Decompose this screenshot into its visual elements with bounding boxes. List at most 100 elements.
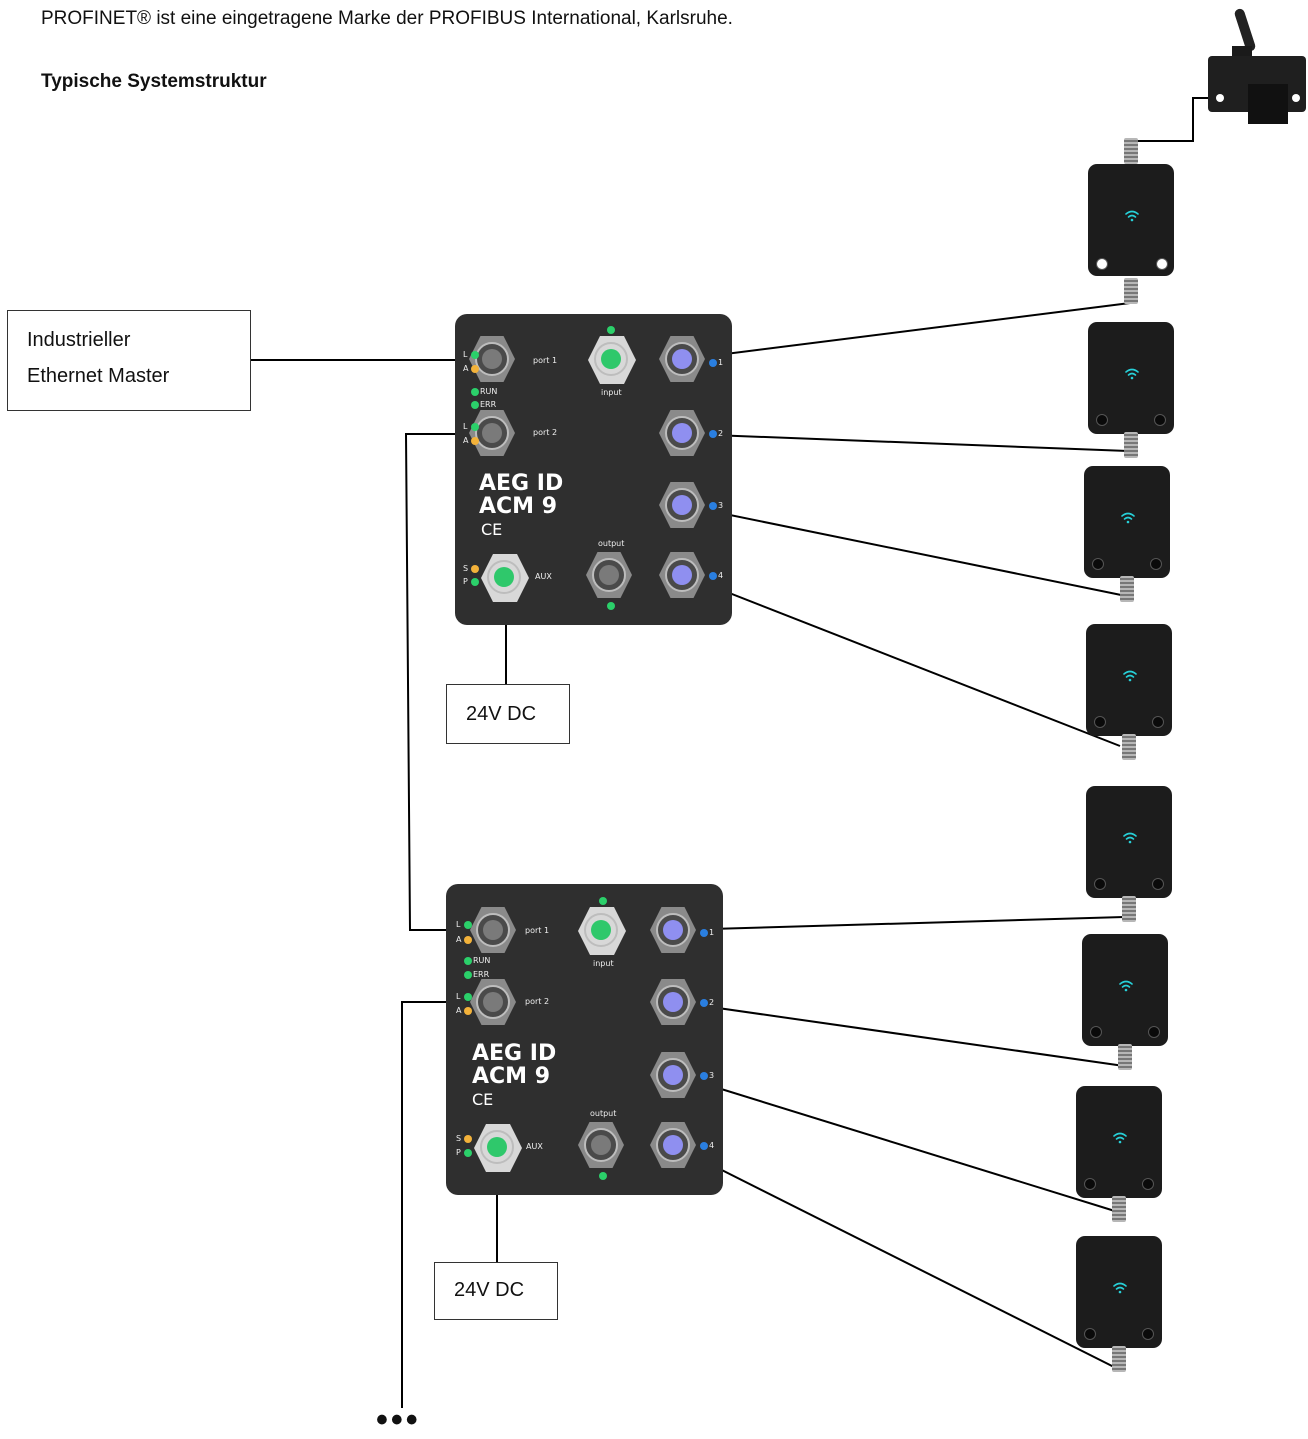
led-run	[464, 957, 472, 965]
antenna-sensor	[1086, 786, 1174, 922]
channel4-led	[700, 1142, 708, 1150]
led-s-label: S	[456, 1134, 462, 1143]
port1-label: port 1	[525, 926, 550, 935]
brand-label: AEG ID ACM 9	[472, 1041, 557, 1089]
channel4-led	[709, 572, 717, 580]
output-connector	[586, 552, 632, 598]
led-l-label: L	[463, 350, 468, 359]
acm9-module-2: port 1 L A RUN ERR port 2 L A input AEG …	[446, 884, 723, 1195]
aux-label: AUX	[535, 572, 552, 581]
led-p-label: P	[456, 1148, 461, 1157]
wifi-icon	[1113, 1282, 1127, 1294]
power-label-1: 24V DC	[466, 703, 537, 725]
led-s-label: S	[463, 564, 469, 573]
led-a-label: A	[456, 935, 462, 944]
channel3-label: 3	[709, 1071, 715, 1080]
master-label-line1: Industrieller	[27, 329, 131, 351]
err-label: ERR	[473, 970, 490, 979]
input-label: input	[601, 388, 622, 397]
led-p-label: P	[463, 577, 468, 586]
continuation-ellipsis: •••	[376, 1401, 421, 1439]
err-label: ERR	[480, 400, 497, 409]
led-run	[471, 388, 479, 396]
wifi-icon	[1123, 670, 1137, 682]
acm9-module-1: port 1 L A RUN ERR port 2 L A input AEG …	[455, 314, 732, 625]
ce-mark: CE	[481, 520, 503, 539]
led-a-label: A	[456, 1006, 462, 1015]
channel1-led	[700, 929, 708, 937]
channel4-label: 4	[718, 571, 724, 580]
ce-mark: CE	[472, 1090, 494, 1109]
channel3-connector	[659, 482, 705, 528]
channel1-connector	[650, 907, 696, 953]
channel4-connector	[659, 552, 705, 598]
led-p	[464, 1149, 472, 1157]
trademark-note: PROFINET® ist eine eingetragene Marke de…	[41, 8, 733, 29]
channel3-led	[700, 1072, 708, 1080]
input-connector	[578, 907, 626, 955]
antenna-sensor	[1076, 1086, 1164, 1222]
ethernet-master-box: Industrieller Ethernet Master	[7, 310, 251, 411]
brand-label: AEG ID ACM 9	[479, 471, 564, 519]
wifi-icon	[1125, 368, 1139, 380]
wifi-icon	[1123, 832, 1137, 844]
master-label-line2: Ethernet Master	[27, 365, 170, 387]
led-activity	[464, 1007, 472, 1015]
port2-connector	[469, 410, 515, 456]
aux-label: AUX	[526, 1142, 543, 1151]
channel1-led	[709, 359, 717, 367]
channel3-label: 3	[718, 501, 724, 510]
power-supply-box-2: 24V DC	[434, 1262, 558, 1320]
channel2-connector	[659, 410, 705, 456]
led-l-label: L	[456, 992, 461, 1001]
wifi-icon	[1121, 512, 1135, 524]
wifi-icon	[1125, 210, 1139, 222]
led-link	[464, 921, 472, 929]
input-led	[607, 326, 615, 334]
port2-label: port 2	[525, 997, 550, 1006]
channel4-connector	[650, 1122, 696, 1168]
led-link	[471, 423, 479, 431]
led-activity	[464, 936, 472, 944]
led-a-label: A	[463, 436, 469, 445]
power-supply-box-1: 24V DC	[446, 684, 570, 744]
port2-label: port 2	[533, 428, 558, 437]
run-label: RUN	[480, 387, 498, 396]
reader-sensor-main	[1086, 138, 1176, 312]
channel1-connector	[659, 336, 705, 382]
led-l-label: L	[456, 920, 461, 929]
channel3-connector	[650, 1052, 696, 1098]
channel2-connector	[650, 979, 696, 1025]
channel2-led	[700, 999, 708, 1007]
input-connector	[588, 336, 636, 384]
led-activity	[471, 437, 479, 445]
port1-connector	[470, 907, 516, 953]
led-a-label: A	[463, 364, 469, 373]
led-p	[471, 578, 479, 586]
section-title: Typische Systemstruktur	[41, 71, 267, 92]
output-connector	[578, 1122, 624, 1168]
output-led	[607, 602, 615, 610]
wifi-icon	[1113, 1132, 1127, 1144]
led-link	[464, 993, 472, 1001]
antenna-sensor	[1084, 466, 1172, 602]
led-activity	[471, 365, 479, 373]
led-err	[464, 971, 472, 979]
port1-label: port 1	[533, 356, 558, 365]
antenna-sensor	[1086, 624, 1174, 760]
input-label: input	[593, 959, 614, 968]
port2-connector	[470, 979, 516, 1025]
antenna-icon	[1208, 8, 1306, 124]
antenna-sensor	[1088, 322, 1176, 458]
channel1-label: 1	[718, 358, 724, 367]
power-label-2: 24V DC	[454, 1279, 525, 1301]
antenna-sensor	[1082, 934, 1170, 1070]
led-s	[464, 1135, 472, 1143]
antenna-sensor	[1076, 1236, 1164, 1372]
port1-connector	[469, 336, 515, 382]
output-led	[599, 1172, 607, 1180]
channel2-label: 2	[718, 429, 724, 438]
led-link	[471, 351, 479, 359]
channel2-label: 2	[709, 998, 715, 1007]
led-err	[471, 401, 479, 409]
